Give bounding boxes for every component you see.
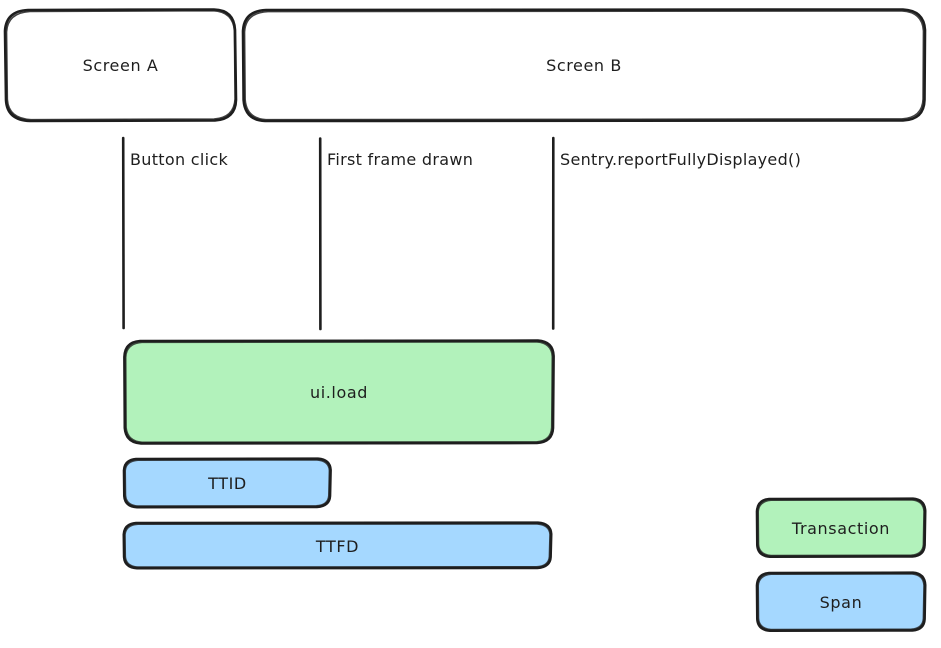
bar-ttfd[interactable] bbox=[124, 523, 551, 569]
marker-label-button-click: Button click bbox=[130, 150, 229, 169]
marker-line-first-frame-drawn[interactable] bbox=[315, 138, 326, 329]
marker-label-first-frame-drawn: First frame drawn bbox=[327, 150, 474, 169]
timeline-marker-lines bbox=[121, 136, 555, 331]
screen-b-box[interactable] bbox=[243, 9, 925, 121]
marker-line-button-click[interactable] bbox=[118, 138, 129, 329]
marker-label-report-fully-displayed: Sentry.reportFullyDisplayed() bbox=[560, 150, 802, 169]
marker-line-report-fully-displayed[interactable] bbox=[548, 138, 559, 329]
screen-a-box[interactable] bbox=[5, 9, 236, 121]
legend-item-transaction[interactable] bbox=[757, 499, 925, 557]
bar-ui-load[interactable] bbox=[124, 341, 554, 444]
legend-item-span[interactable] bbox=[757, 573, 925, 631]
bar-ttid[interactable] bbox=[124, 459, 331, 508]
